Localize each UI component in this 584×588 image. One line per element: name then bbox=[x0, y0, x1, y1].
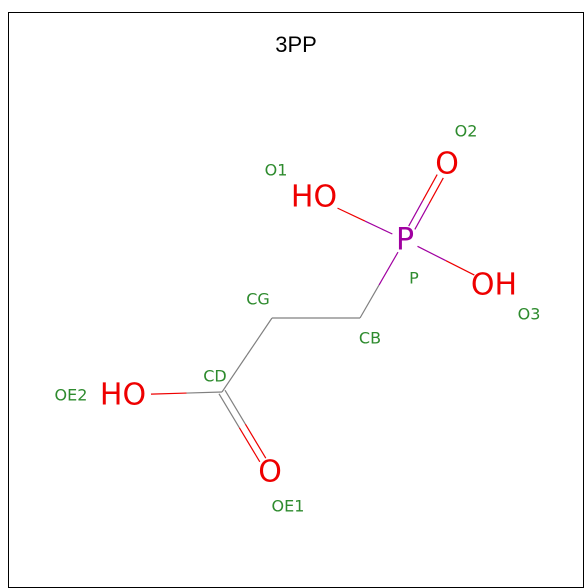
atom-label-cb: CB bbox=[359, 329, 381, 348]
atom-label-o2: O2 bbox=[455, 122, 478, 141]
bond-P-O1-half-a bbox=[364, 220, 393, 235]
bond-P-O3-half-b bbox=[445, 260, 475, 276]
bond-P-O2-half-b bbox=[422, 174, 438, 201]
atom-label-oe1: OE1 bbox=[272, 497, 305, 516]
atom-symbol-o1: HO bbox=[291, 180, 337, 215]
bond-P-O1-half-b bbox=[337, 207, 366, 222]
bond-CD-OE1-half-a-2 bbox=[218, 393, 240, 429]
atom-label-cd: CD bbox=[203, 367, 227, 386]
atom-symbol-o2: O bbox=[435, 147, 459, 182]
bond-P-O3-half-a bbox=[417, 245, 447, 262]
bond-P-O2-half-b-2 bbox=[428, 177, 444, 204]
bond-P-O2-half-a bbox=[408, 200, 424, 227]
atom-symbol-oe2: HO bbox=[100, 378, 146, 413]
bond-P-O2-half-a-2 bbox=[414, 203, 430, 230]
atom-symbol-oe1: O bbox=[258, 455, 282, 490]
bond-CD-OE1-half-b-2 bbox=[238, 427, 261, 463]
molecule-title: 3PP bbox=[275, 32, 317, 57]
bond-CG-CD-half-b bbox=[221, 354, 248, 393]
bond-CD-OE1-half-a bbox=[224, 389, 246, 425]
diagram-frame bbox=[8, 12, 584, 588]
bond-CD-OE2-half-a bbox=[186, 391, 223, 394]
atom-label-p: P bbox=[409, 269, 419, 288]
atom-symbol-p: P bbox=[396, 223, 414, 258]
atom-label-o3: O3 bbox=[518, 305, 541, 324]
atom-label-cg: CG bbox=[246, 290, 270, 309]
atom-label-oe2: OE2 bbox=[55, 386, 88, 405]
bond-CD-OE2-half-b bbox=[150, 392, 187, 395]
bond-CG-CD-half-a bbox=[246, 317, 273, 356]
atom-label-o1: O1 bbox=[265, 161, 288, 180]
bond-CD-OE1-half-b bbox=[244, 423, 267, 459]
atom-symbol-o3: OH bbox=[471, 268, 517, 303]
bond-P-CB-half-b bbox=[359, 284, 380, 319]
bonds-layer bbox=[150, 174, 475, 463]
bond-P-CB-half-a bbox=[378, 251, 399, 286]
